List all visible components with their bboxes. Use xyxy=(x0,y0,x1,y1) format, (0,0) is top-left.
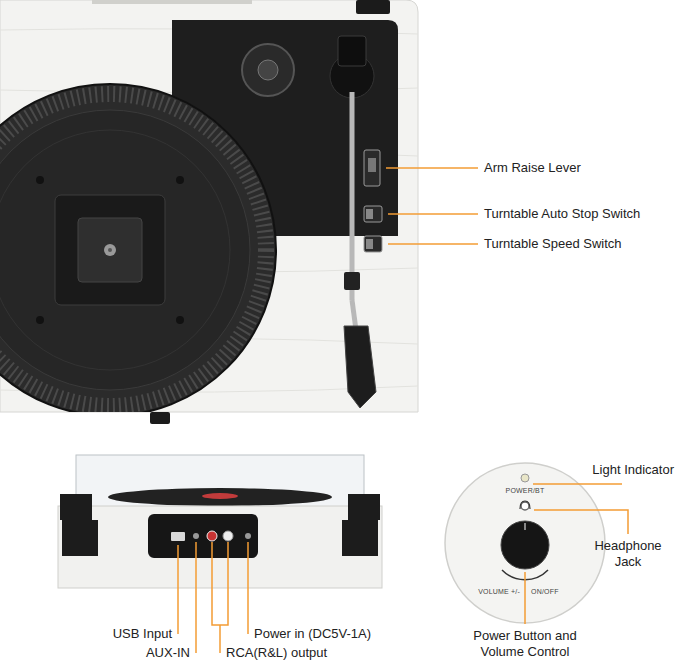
control-panel xyxy=(445,463,605,623)
callout-label: USB Input xyxy=(60,626,172,642)
callout-label: AUX-IN xyxy=(60,645,190,661)
top-view xyxy=(0,0,418,424)
callout-label: Turntable Speed Switch xyxy=(484,236,674,252)
panel-marking: POWER/BT xyxy=(495,486,555,495)
front-view xyxy=(58,455,382,588)
callout-label: Power in (DC5V-1A) xyxy=(254,626,434,642)
panel-marking: VOLUME +/- xyxy=(470,587,520,596)
callout-label: RCA(R&L) output xyxy=(226,645,386,661)
callout-label: Power Button and Volume Control xyxy=(455,628,595,660)
callout-label: Headphone Jack xyxy=(588,538,668,570)
panel-marking: ON/OFF xyxy=(531,587,571,596)
callout-label: Light Indicator xyxy=(560,462,674,478)
callout-label: Turntable Auto Stop Switch xyxy=(484,206,674,222)
callout-label: Arm Raise Lever xyxy=(484,160,674,176)
